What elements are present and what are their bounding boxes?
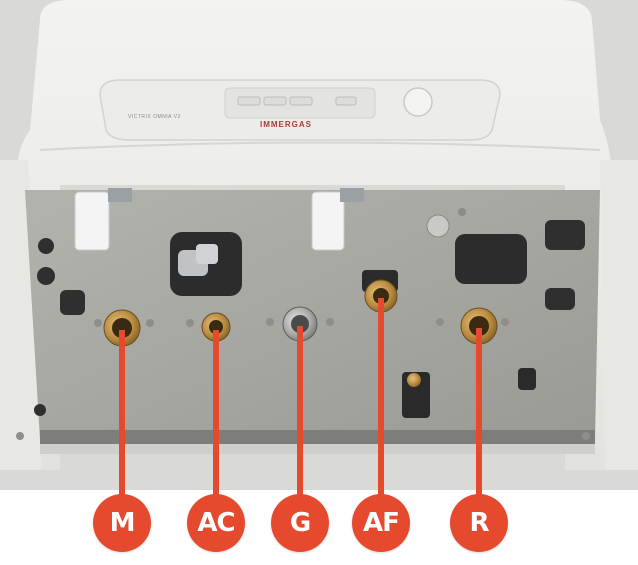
screw bbox=[94, 319, 102, 327]
plate-hole bbox=[37, 267, 55, 285]
casing-edge bbox=[39, 141, 601, 151]
earth-terminal bbox=[426, 214, 450, 238]
callout-af: AF bbox=[352, 494, 410, 552]
panel-button bbox=[289, 96, 313, 106]
plate-hole bbox=[60, 290, 85, 315]
screw bbox=[266, 318, 274, 326]
drain-valve-nut bbox=[407, 373, 421, 387]
casing-right-side bbox=[600, 160, 638, 470]
panel-button bbox=[237, 96, 261, 106]
clip-base bbox=[340, 188, 364, 202]
vent-hole bbox=[545, 220, 585, 250]
relief-valve bbox=[518, 368, 536, 390]
casing-front-lip bbox=[40, 444, 595, 454]
screw bbox=[186, 319, 194, 327]
screw bbox=[16, 432, 24, 440]
screw bbox=[501, 318, 509, 326]
plate-hole bbox=[34, 404, 46, 416]
leader-line-g bbox=[297, 326, 303, 498]
screw bbox=[436, 318, 444, 326]
panel-button bbox=[335, 96, 357, 106]
leader-line-af bbox=[378, 298, 384, 498]
panel-button bbox=[263, 96, 287, 106]
leader-line-r bbox=[476, 328, 482, 498]
mounting-clip bbox=[74, 191, 110, 251]
fitting-r-bore bbox=[469, 316, 489, 336]
fitting-g-bore bbox=[291, 315, 309, 333]
plate-lip bbox=[40, 430, 595, 444]
screw bbox=[146, 319, 154, 327]
screw bbox=[326, 318, 334, 326]
side-opening bbox=[455, 234, 527, 284]
pressure-gauge bbox=[403, 87, 433, 117]
callout-g: G bbox=[271, 494, 329, 552]
fitting-ac-bore bbox=[209, 320, 223, 334]
callout-ac: AC bbox=[187, 494, 245, 552]
fitting-m-bore bbox=[112, 318, 132, 338]
mounting-clip bbox=[311, 191, 345, 251]
vent-hole bbox=[545, 288, 575, 310]
callout-r: R bbox=[450, 494, 508, 552]
leader-line-ac bbox=[213, 330, 219, 498]
model-label: VICTRIX OMNIA V2 bbox=[128, 114, 181, 120]
callout-m: M bbox=[93, 494, 151, 552]
screw bbox=[458, 208, 466, 216]
fitting-af-bore bbox=[373, 288, 389, 304]
condensate-spigot-elbow bbox=[196, 244, 218, 264]
brand-logo: IMMERGAS bbox=[260, 120, 312, 129]
screw bbox=[582, 432, 590, 440]
plate-hole bbox=[38, 238, 54, 254]
clip-base bbox=[108, 188, 132, 202]
leader-line-m bbox=[119, 330, 125, 498]
